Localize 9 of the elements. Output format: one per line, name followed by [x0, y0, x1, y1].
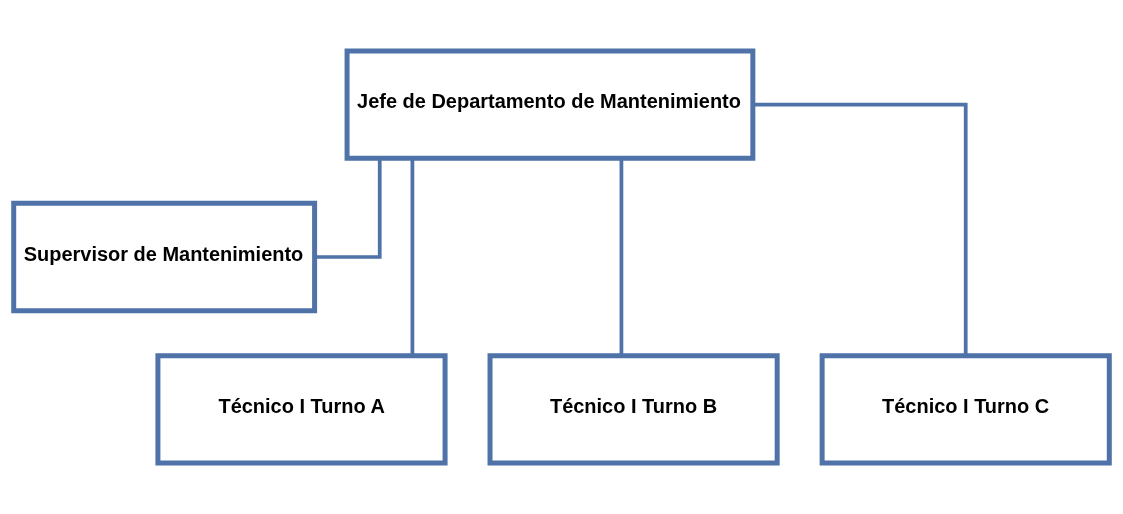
node-box: Supervisor de Mantenimiento	[11, 200, 318, 314]
connector	[752, 102, 968, 356]
node-box: Técnico I Turno B	[487, 353, 780, 466]
connector	[410, 158, 415, 356]
connector	[315, 158, 382, 259]
node-box: Técnico I Turno C	[819, 353, 1112, 466]
connector	[619, 158, 624, 356]
node-box: Técnico I Turno A	[155, 353, 448, 466]
node-box: Jefe de Departamento de Mantenimiento	[344, 48, 756, 161]
